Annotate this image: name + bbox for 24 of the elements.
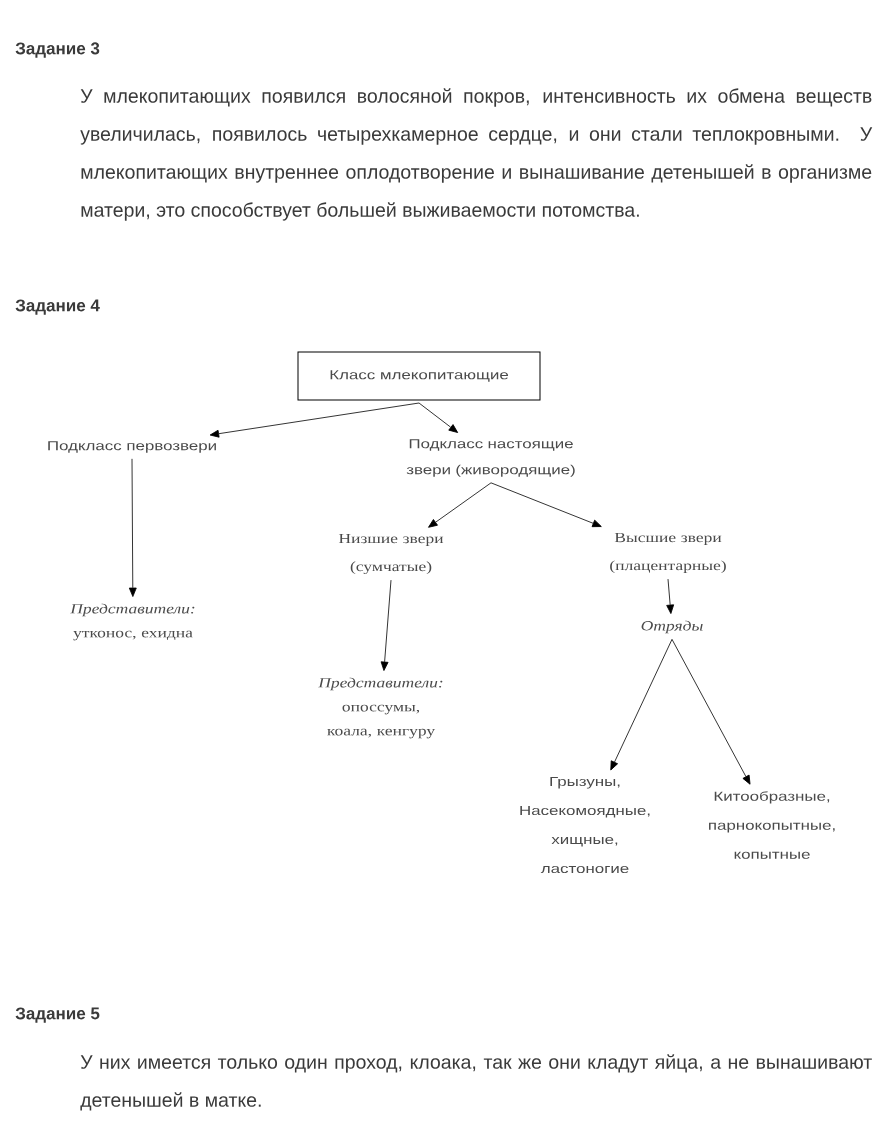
arrow (418, 402, 459, 433)
text-label: Высшие звери (плацентарные) (610, 532, 726, 574)
arrow (209, 402, 420, 438)
paragraph: У млекопитающих появился волосяной покров, интенсивность их обмена веществ увеличилась, появилось четырехкамерное сердце, и они стали теплокровными. У млекопитающих внутреннее оплодотворение и вынашивание детенышей в организме матери, это способствует большей выживаемости потомства. (80, 88, 873, 221)
paragraph: У них имеется только один проход, клоака, так же они кладут яйца, а не вынашивают детенышей в матке. (80, 1054, 872, 1111)
heading: Задание 3 (15, 42, 100, 58)
text-label: Подкласс настоящие звери (живородящие) (406, 439, 575, 477)
text-label: Отряды (641, 620, 703, 634)
heading: Задание 4 (15, 299, 100, 315)
text-label: Грызуны, Насекомоядные, хищные, ластоногие (520, 776, 650, 874)
arrow (428, 482, 492, 528)
arrow (671, 638, 751, 785)
class-box: Класс млекопитающие (297, 351, 541, 401)
text-label: Подкласс первозвери (48, 441, 216, 453)
arrow (128, 458, 137, 597)
arrow (610, 638, 673, 771)
arrow (666, 578, 675, 614)
text-label: Китообразные, парнокопытные, копытные (709, 791, 835, 859)
arrow (490, 482, 602, 528)
text-label: Представители: опоссумы, коала, кенгуру (318, 677, 443, 739)
text-label: Представители: утконос, ехидна (70, 603, 195, 641)
heading: Задание 5 (15, 1007, 100, 1023)
text-label: Низшие звери (сумчатые) (338, 533, 444, 575)
arrow (380, 579, 392, 671)
